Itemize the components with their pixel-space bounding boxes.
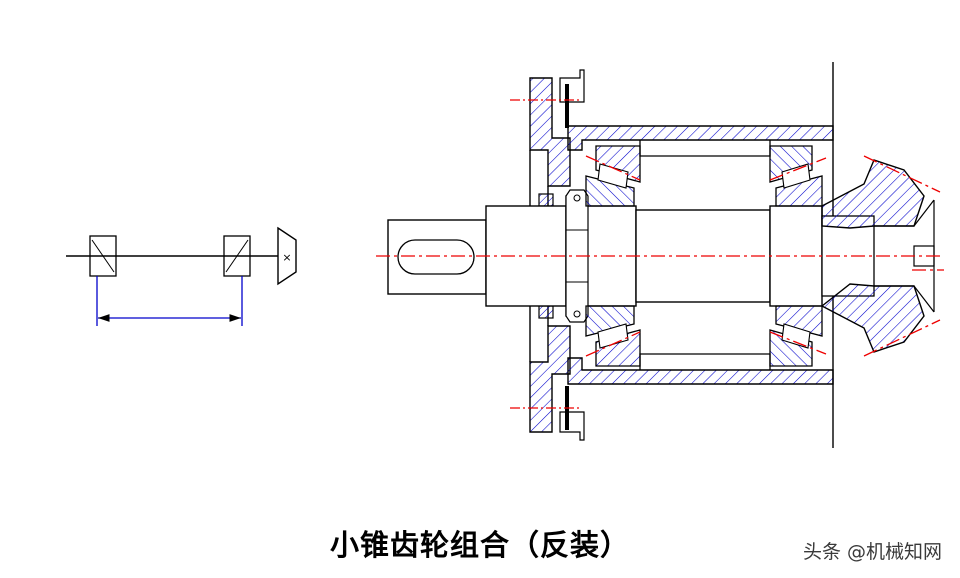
assembly-section-view: [376, 62, 944, 448]
gear-hub: [821, 215, 935, 297]
bevel-pinion: [820, 159, 935, 353]
bearing-schematic: ×: [66, 226, 297, 326]
diagram-caption: 小锥齿轮组合（反装）: [329, 528, 630, 562]
span-dimension: [96, 276, 243, 326]
bolt-centerlines: [510, 99, 580, 409]
left-bearing: [585, 145, 641, 367]
right-bearing: [769, 145, 823, 367]
schematic-bevel-gear: ×: [277, 226, 297, 286]
bearing-sleeve: [567, 125, 834, 385]
red-centerlines: [376, 155, 944, 357]
schematic-end-mark: ×: [282, 251, 291, 264]
schematic-bearing-left: [89, 235, 117, 277]
source-watermark: 头条 @机械知网: [802, 541, 942, 563]
oil-seal: [538, 193, 554, 319]
schematic-bearing-right: [223, 235, 251, 277]
